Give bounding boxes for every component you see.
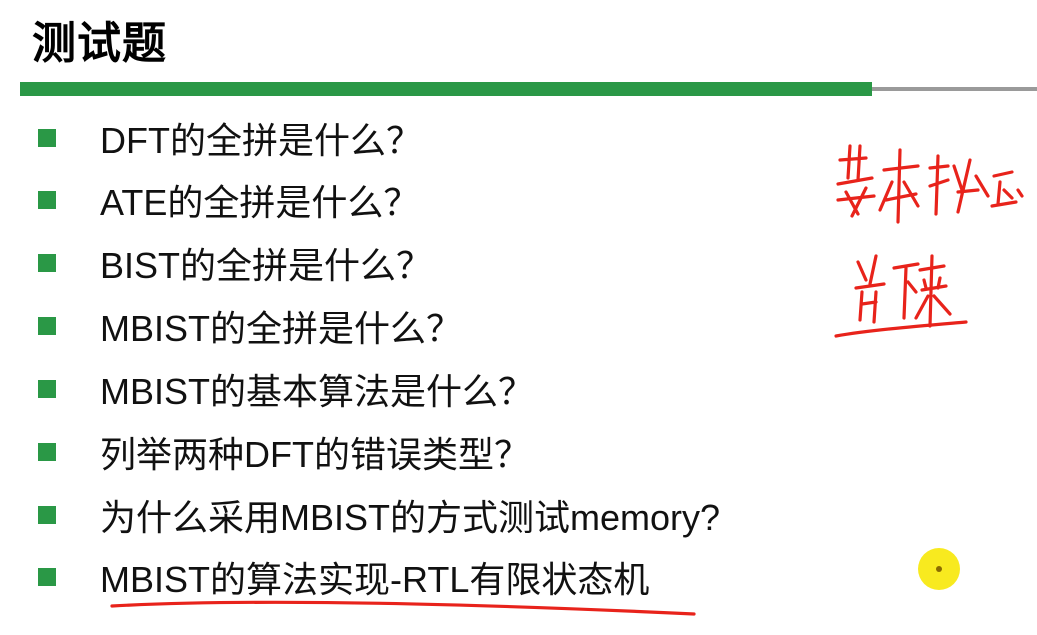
- bullet-square-icon: [38, 568, 56, 586]
- list-item: DFT的全拼是什么？: [38, 108, 422, 168]
- handwritten-note-memorize: [854, 254, 952, 328]
- list-item: MBIST的算法实现-RTL有限状态机: [38, 547, 649, 607]
- handwritten-underline-right: [834, 320, 968, 338]
- slide-title: 测试题: [32, 18, 167, 69]
- laser-pointer-icon: [918, 548, 960, 590]
- list-item-text: 为什么采用MBIST的方式测试memory?: [100, 497, 721, 538]
- list-item: 为什么采用MBIST的方式测试memory?: [38, 485, 720, 545]
- bullet-square-icon: [38, 380, 56, 398]
- bullet-square-icon: [38, 506, 56, 524]
- laser-pointer-center: [936, 566, 942, 572]
- list-item-text: MBIST的基本算法是什么？: [100, 371, 535, 412]
- list-item: ATE的全拼是什么？: [38, 170, 419, 230]
- list-item-text: DFT的全拼是什么？: [100, 120, 422, 161]
- list-item-text: ATE的全拼是什么？: [100, 182, 420, 223]
- list-item: MBIST的基本算法是什么？: [38, 359, 534, 419]
- title-underline-green: [20, 82, 872, 96]
- bullet-square-icon: [38, 443, 56, 461]
- list-item: 列举两种DFT的错误类型？: [38, 422, 530, 482]
- bullet-square-icon: [38, 317, 56, 335]
- list-item: MBIST的全拼是什么？: [38, 296, 462, 356]
- bullet-square-icon: [38, 191, 56, 209]
- list-item-text: MBIST的算法实现-RTL有限状态机: [100, 559, 650, 600]
- list-item-text: MBIST的全拼是什么？: [100, 308, 463, 349]
- bullet-square-icon: [38, 129, 56, 147]
- bullet-square-icon: [38, 254, 56, 272]
- title-underline-gray: [872, 87, 1037, 91]
- list-item-text: 列举两种DFT的错误类型？: [100, 434, 530, 475]
- handwritten-note-basic-concept: [836, 144, 1024, 224]
- list-item: BIST的全拼是什么？: [38, 233, 432, 293]
- list-item-text: BIST的全拼是什么？: [100, 245, 433, 286]
